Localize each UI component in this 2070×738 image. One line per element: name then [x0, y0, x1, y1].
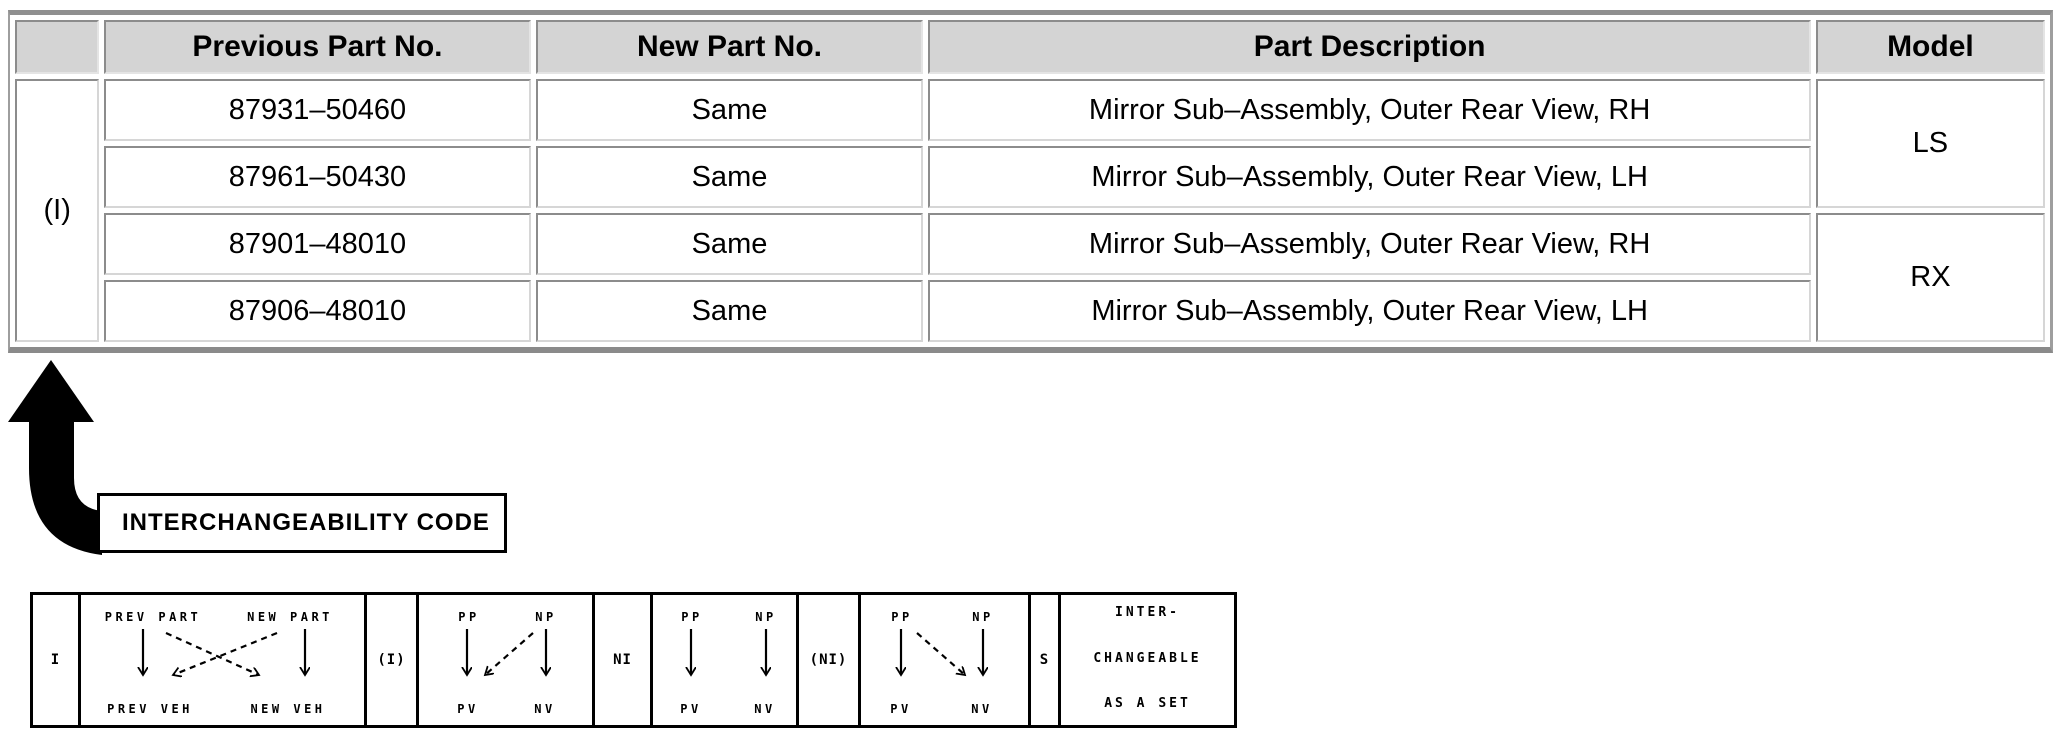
- down-arrows: [901, 629, 983, 675]
- legend-label-nv: NV: [754, 702, 775, 716]
- legend-code-i-paren: (I): [367, 595, 419, 725]
- parts-table-frame: Previous Part No. New Part No. Part Desc…: [8, 10, 2053, 353]
- callout-region: INTERCHANGEABILITY CODE: [0, 356, 900, 592]
- interchangeability-code-cell: (I): [15, 79, 100, 342]
- legend-code-label: S: [1039, 652, 1050, 668]
- not-interchangeable-diagram: PP NP PV NV: [680, 610, 776, 716]
- prev-part-fits-new-veh-diagram: PP NP PV NV: [890, 610, 993, 716]
- legend-label-np: NP: [535, 610, 556, 624]
- down-arrows: [143, 629, 305, 675]
- dashed-diagonal-arrow: [916, 632, 965, 675]
- part-description-cell: Mirror Sub–Assembly, Outer Rear View, RH: [928, 79, 1811, 141]
- legend-label-prev-part: PREV PART: [105, 610, 202, 624]
- previous-part-no-cell: 87931–50460: [104, 79, 531, 141]
- header-part-description: Part Description: [928, 20, 1811, 74]
- legend-label-pp: PP: [458, 610, 479, 624]
- legend-label-nv: NV: [971, 702, 992, 716]
- model-cell-rx: RX: [1815, 213, 2045, 342]
- legend-diagram-i: PREV PART NEW PART PREV VEH NEW VEH: [81, 595, 367, 725]
- legend-label-new-part: NEW PART: [247, 610, 333, 624]
- table-header-row: Previous Part No. New Part No. Part Desc…: [15, 20, 2045, 74]
- legend-code-ni: NI: [595, 595, 653, 725]
- legend-code-label: (NI): [809, 652, 848, 668]
- legend-label-pp: PP: [681, 610, 702, 624]
- legend-code-label: NI: [613, 652, 632, 668]
- new-part-no-cell: Same: [535, 213, 924, 275]
- legend-set-line: AS A SET: [1104, 696, 1191, 711]
- legend-diagram-i-paren: PP NP PV NV: [419, 595, 595, 725]
- part-description-cell: Mirror Sub–Assembly, Outer Rear View, LH: [928, 280, 1811, 342]
- part-description-cell: Mirror Sub–Assembly, Outer Rear View, LH: [928, 146, 1811, 208]
- interchangeability-code-label: INTERCHANGEABILITY CODE: [122, 509, 490, 536]
- legend-label-np: NP: [972, 610, 993, 624]
- table-row: 87961–50430 Same Mirror Sub–Assembly, Ou…: [15, 146, 2045, 208]
- table-row: (I) 87931–50460 Same Mirror Sub–Assembly…: [15, 79, 2045, 342]
- parts-table: Previous Part No. New Part No. Part Desc…: [10, 15, 2050, 347]
- down-arrows: [467, 629, 546, 675]
- part-description-cell: Mirror Sub–Assembly, Outer Rear View, RH: [928, 213, 1811, 275]
- legend-label-prev-veh: PREV VEH: [107, 702, 193, 716]
- legend-code-label: (I): [377, 652, 406, 668]
- legend-label-pp: PP: [891, 610, 912, 624]
- new-part-no-cell: Same: [535, 280, 924, 342]
- cross-interchange-diagram: PREV PART NEW PART PREV VEH NEW VEH: [105, 610, 333, 716]
- new-part-fits-prev-veh-diagram: PP NP PV NV: [457, 610, 556, 716]
- new-part-no-cell: Same: [535, 146, 924, 208]
- dashed-diagonal-arrow: [485, 632, 534, 675]
- previous-part-no-cell: 87961–50430: [104, 146, 531, 208]
- legend-label-new-veh: NEW VEH: [250, 702, 325, 716]
- legend-diagram-ni: PP NP PV NV: [653, 595, 799, 725]
- legend-label-pv: PV: [457, 702, 478, 716]
- header-code-column: [15, 20, 100, 74]
- new-part-no-cell: Same: [535, 79, 924, 141]
- interchangeability-code-callout: INTERCHANGEABILITY CODE: [97, 493, 507, 553]
- previous-part-no-cell: 87901–48010: [104, 213, 531, 275]
- legend-set-line: INTER-: [1115, 605, 1180, 620]
- header-new-part-no: New Part No.: [535, 20, 924, 74]
- legend-label-np: NP: [755, 610, 776, 624]
- legend-label-pv: PV: [680, 702, 701, 716]
- table-row: 87906–48010 Same Mirror Sub–Assembly, Ou…: [15, 280, 2045, 342]
- model-cell-ls: LS: [1815, 79, 2045, 208]
- legend-code-s: S: [1031, 595, 1061, 725]
- legend-code-ni-paren: (NI): [799, 595, 861, 725]
- previous-part-no-cell: 87906–48010: [104, 280, 531, 342]
- header-previous-part-no: Previous Part No.: [104, 20, 531, 74]
- curved-up-arrow-icon: [8, 360, 102, 555]
- legend-diagram-ni-paren: PP NP PV NV: [861, 595, 1031, 725]
- legend-set-line: CHANGEABLE: [1093, 650, 1202, 666]
- legend-label-nv: NV: [534, 702, 555, 716]
- legend-code-label: I: [50, 652, 61, 668]
- legend-code-i: I: [33, 595, 81, 725]
- table-row: 87901–48010 Same Mirror Sub–Assembly, Ou…: [15, 213, 2045, 342]
- down-arrows: [691, 629, 766, 675]
- interchangeability-code-legend: I PREV PART NEW PART PREV: [30, 592, 1237, 728]
- legend-set-description: INTER- CHANGEABLE AS A SET: [1061, 595, 1234, 725]
- dashed-cross-arrows: [165, 631, 278, 675]
- header-model: Model: [1815, 20, 2045, 74]
- legend-label-pv: PV: [890, 702, 911, 716]
